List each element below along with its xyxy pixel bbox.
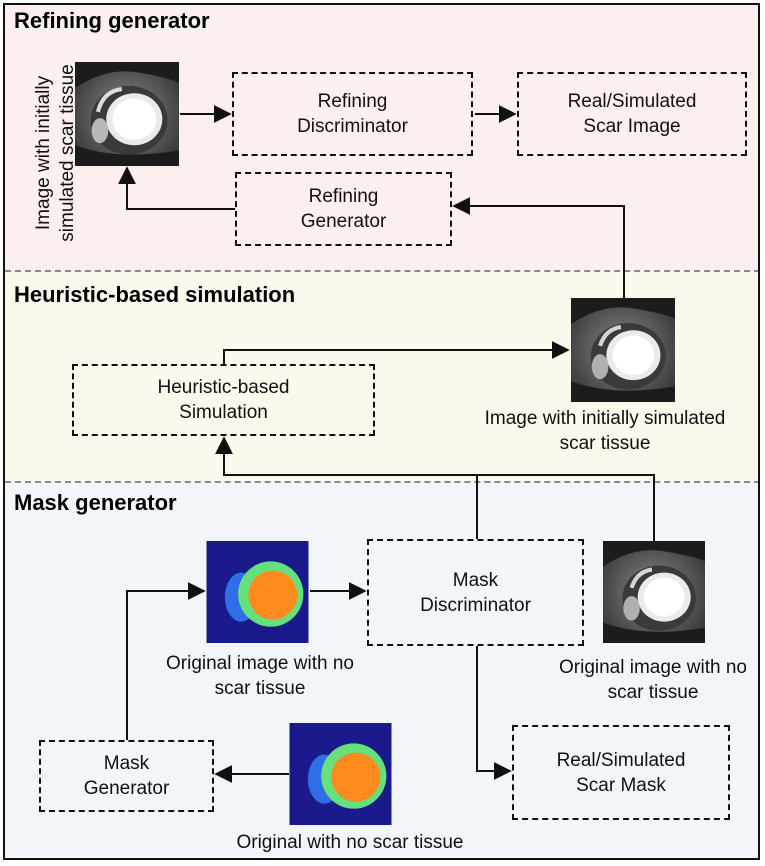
mask-thumbnail-caption: Original image with no scar tissue	[166, 653, 354, 699]
mri-original-caption: Original image with no scar tissue	[559, 657, 747, 703]
mri-thumbnail-refined	[75, 62, 179, 166]
heuristic-simulation-box: Heuristic-based Simulation	[72, 364, 375, 436]
arrow-simulated-image-to-refining-generator	[452, 197, 625, 298]
refining-generator-box: Refining Generator	[235, 172, 452, 246]
heuristic-section-title: Heuristic-based simulation	[14, 282, 296, 307]
refining-discriminator-box: Refining Discriminator	[232, 72, 473, 156]
simulated-image-caption: Image with initially simulated scar tiss…	[484, 408, 726, 454]
mask-generator-box: Mask Generator	[39, 740, 214, 812]
arrow-heuristic-to-simulated-image	[223, 341, 570, 364]
refining-output-box: Real/Simulated Scar Image	[517, 72, 747, 156]
mask-output-box: Real/Simulated Scar Mask	[512, 725, 730, 820]
refining-section-title: Refining generator	[14, 8, 210, 33]
mask-bottom-caption: Original with no scar tissue	[236, 832, 464, 853]
mask-thumbnail-top	[206, 541, 309, 643]
arrow-mask-generator-to-mask	[126, 582, 206, 740]
separator-heuristic-mask	[5, 481, 760, 483]
arrow-original-image-to-heuristic	[215, 436, 655, 541]
mri-thumbnail-original	[603, 541, 705, 643]
mask-thumbnail-bottom	[289, 723, 392, 825]
mri-thumbnail-simulated	[571, 298, 675, 402]
diagram-frame	[3, 3, 760, 860]
arrow-refining-generator-to-image	[118, 166, 235, 210]
arrow-mask-discriminator-to-output	[476, 646, 512, 780]
mask-discriminator-box: Mask Discriminator	[367, 539, 584, 646]
separator-refine-heuristic	[5, 270, 760, 272]
mask-section-title: Mask generator	[14, 490, 177, 515]
